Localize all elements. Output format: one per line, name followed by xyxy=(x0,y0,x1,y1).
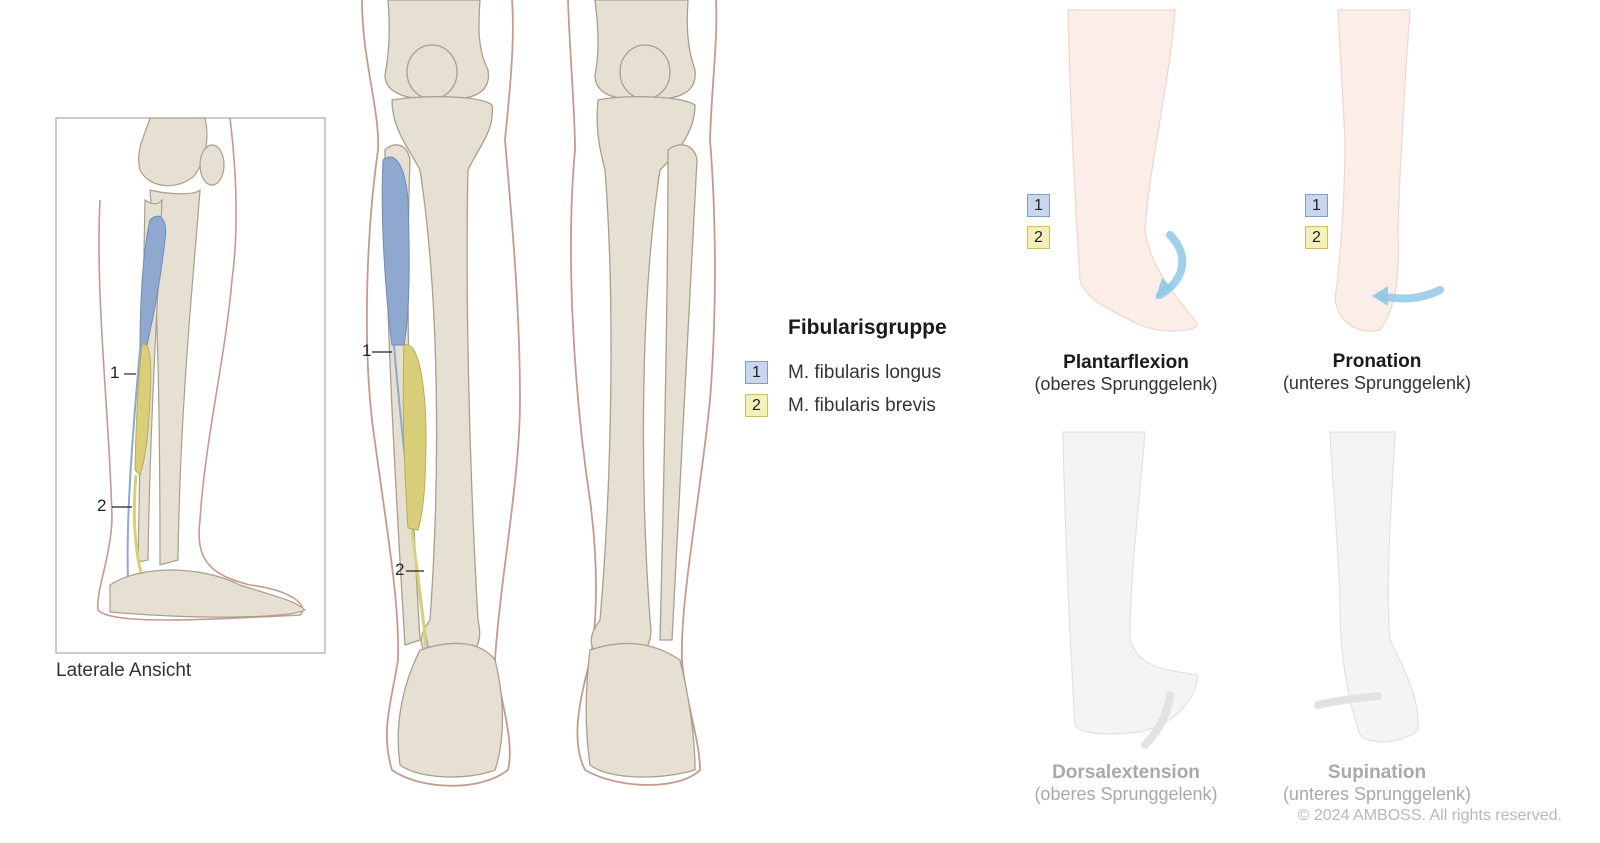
legend-title: Fibularisgruppe xyxy=(788,316,947,339)
pronation-badge-1: 1 xyxy=(1305,194,1328,217)
legend-badge-2: 2 xyxy=(745,394,768,417)
front-left-patella xyxy=(406,44,458,100)
motion-pronation: Pronation (unteres Sprunggelenk) xyxy=(1257,351,1497,394)
plantarflexion-badge-2: 2 xyxy=(1027,226,1050,249)
lateral-tibia xyxy=(149,188,201,566)
legend-label-brevis: M. fibularis brevis xyxy=(788,394,936,416)
plantarflexion-leg xyxy=(1067,9,1199,332)
front-right-tibia xyxy=(590,96,696,659)
motion-supination-subtitle: (unteres Sprunggelenk) xyxy=(1282,784,1472,804)
front-left-foot-bones xyxy=(397,642,504,778)
lateral-marker-2: 2 xyxy=(97,496,107,515)
lateral-foot-bones xyxy=(109,569,306,618)
legend-badge-1: 1 xyxy=(745,361,768,384)
motion-dorsalextension: Dorsalextension (oberes Sprunggelenk) xyxy=(1006,762,1246,805)
motion-plantarflexion: Plantarflexion (oberes Sprunggelenk) xyxy=(1006,352,1246,395)
dorsalextension-leg xyxy=(1062,431,1199,735)
motion-dorsalextension-subtitle: (oberes Sprunggelenk) xyxy=(1034,784,1218,804)
pronation-leg xyxy=(1334,9,1411,332)
front-right-patella xyxy=(619,44,671,100)
front-marker-1: 1 xyxy=(362,341,372,360)
legend-label-longus: M. fibularis longus xyxy=(788,361,942,383)
lateral-marker-1: 1 xyxy=(110,363,120,382)
motion-dorsalextension-title: Dorsalextension xyxy=(1052,762,1200,783)
copyright-notice: © 2024 AMBOSS. All rights reserved. xyxy=(1297,807,1562,824)
lateral-muscle-longus xyxy=(139,215,167,351)
supination-arrow xyxy=(1314,692,1382,709)
front-left-muscle-brevis xyxy=(402,344,427,531)
lateral-view-caption: Laterale Ansicht xyxy=(56,660,192,681)
motion-pronation-subtitle: (unteres Sprunggelenk) xyxy=(1282,373,1472,393)
motion-supination-title: Supination xyxy=(1327,762,1427,783)
motion-plantarflexion-subtitle: (oberes Sprunggelenk) xyxy=(1034,374,1218,394)
supination-leg xyxy=(1329,431,1419,743)
motion-plantarflexion-title: Plantarflexion xyxy=(1063,352,1189,373)
legend-item-brevis: 2 M. fibularis brevis xyxy=(745,394,936,417)
legend-item-longus: 1 M. fibularis longus xyxy=(745,361,941,384)
front-marker-2: 2 xyxy=(395,560,405,579)
motion-supination: Supination (unteres Sprunggelenk) xyxy=(1257,762,1497,805)
dorsalextension-arrow xyxy=(1141,691,1174,749)
lateral-patella xyxy=(199,144,225,186)
pronation-badge-2: 2 xyxy=(1305,226,1328,249)
motion-pronation-title: Pronation xyxy=(1332,351,1422,372)
lateral-femur xyxy=(138,117,208,187)
front-left-muscle-longus xyxy=(381,156,410,346)
front-left-tibia xyxy=(391,96,494,659)
front-right-fibula xyxy=(659,144,698,641)
lateral-muscle-brevis xyxy=(134,343,152,476)
plantarflexion-badge-1: 1 xyxy=(1027,194,1050,217)
front-right-foot-bones xyxy=(585,642,696,778)
